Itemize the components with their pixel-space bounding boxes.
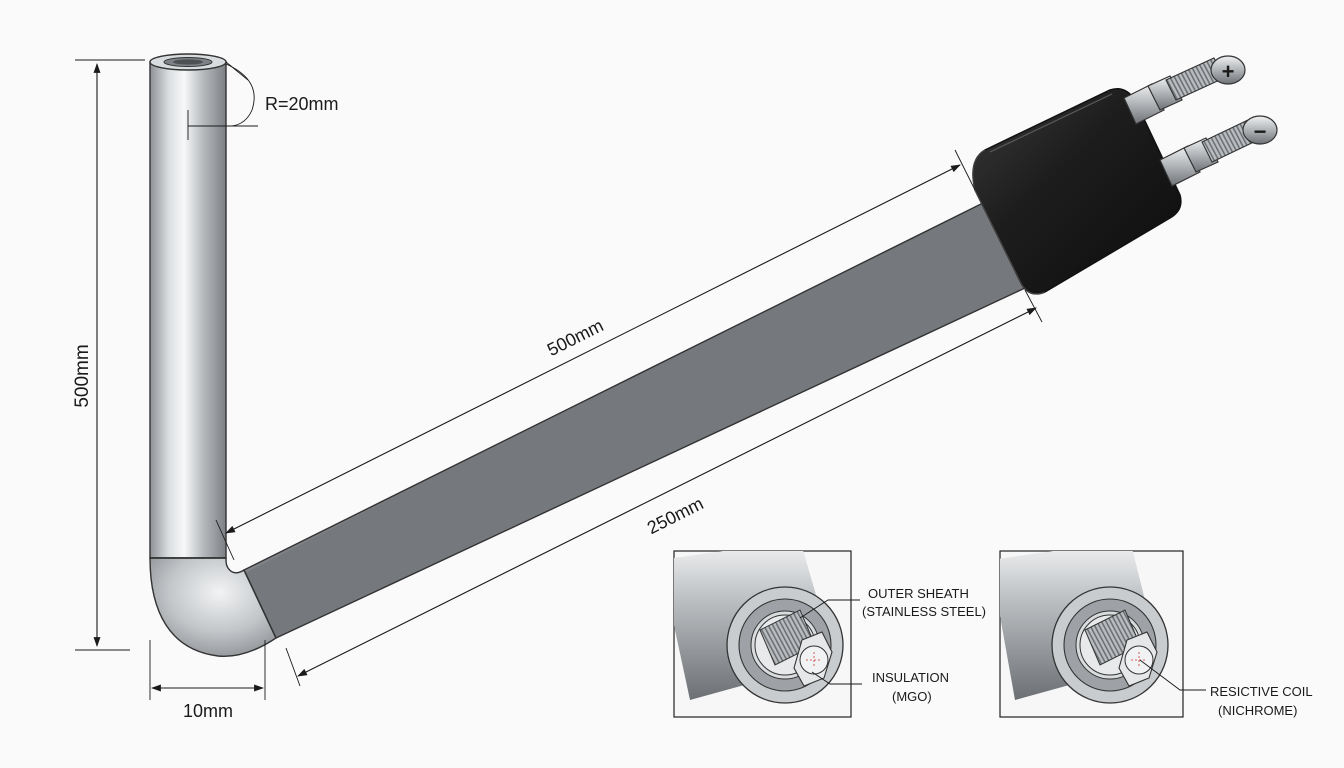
detail-view-resistive-coil [999,550,1206,718]
vertical-tube-leg [149,61,227,559]
bend-radius-label: R=20mm [265,94,339,114]
dimension-vertical-height: 500mm [72,59,145,651]
dimension-angled-lower: 250mm [285,289,1043,687]
positive-terminal-sign: + [1222,59,1235,84]
insulation-label: INSULATION [872,670,949,685]
heating-tube [149,53,1026,657]
vertical-height-label: 500mm [72,344,93,407]
resistive-coil-sublabel: (NICHROME) [1218,703,1297,718]
insulation-sublabel: (MGO) [892,689,932,704]
outer-sheath-sublabel: (STAINLESS STEEL) [862,604,986,619]
angled-upper-label: 500mm [544,315,607,360]
bend-seam-diag [243,569,277,639]
dimension-horizontal-width: 10mm [149,640,266,721]
positive-terminal: + [1123,55,1246,125]
horizontal-width-label: 10mm [183,701,233,721]
detail-view-sheath-insulation [673,550,862,718]
terminal-block [972,88,1182,295]
negative-terminal-sign: − [1254,119,1267,144]
dimension-bend-radius: R=20mm [187,61,339,140]
outer-sheath-label: OUTER SHEATH [868,586,969,601]
diagonal-tube-leg [243,202,1026,639]
resistive-coil-label: RESICTIVE COIL [1210,684,1313,699]
tube-bend [149,557,277,657]
negative-terminal: − [1159,115,1278,187]
angled-lower-label: 250mm [644,493,707,538]
